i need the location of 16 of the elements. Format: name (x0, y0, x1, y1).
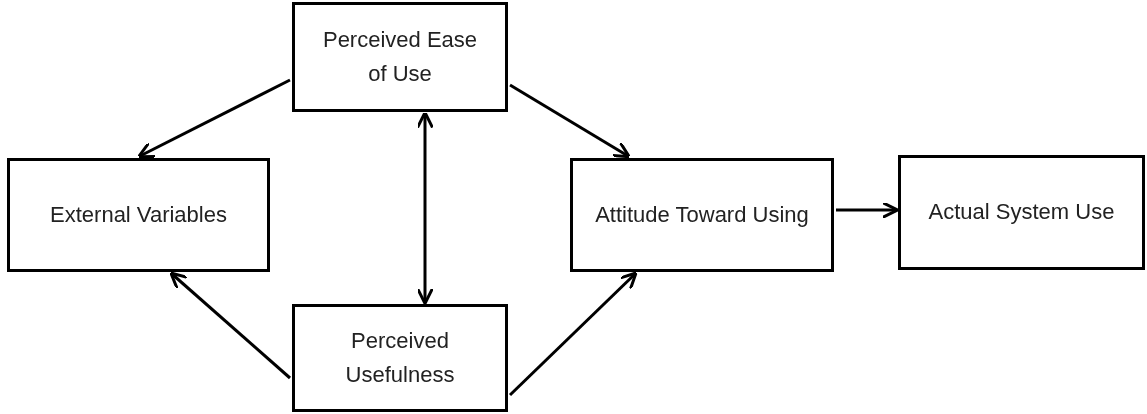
box-label: External Variables (50, 200, 227, 229)
box-label: Perceived Ease of Use (321, 25, 479, 88)
arrow (508, 271, 638, 397)
concept-box (292, 2, 508, 112)
box-label: Attitude Toward Using (595, 200, 809, 229)
box-label: Actual System Use (928, 198, 1115, 227)
arrow (137, 78, 291, 159)
arrow (509, 83, 631, 159)
concept-box (570, 158, 834, 272)
box-label: Perceived Usefulness (344, 326, 456, 389)
arrow (416, 111, 434, 305)
concept-box (7, 158, 270, 272)
arrow (836, 201, 899, 219)
arrow (169, 271, 291, 380)
concept-box (898, 155, 1145, 270)
concept-box (292, 304, 508, 412)
